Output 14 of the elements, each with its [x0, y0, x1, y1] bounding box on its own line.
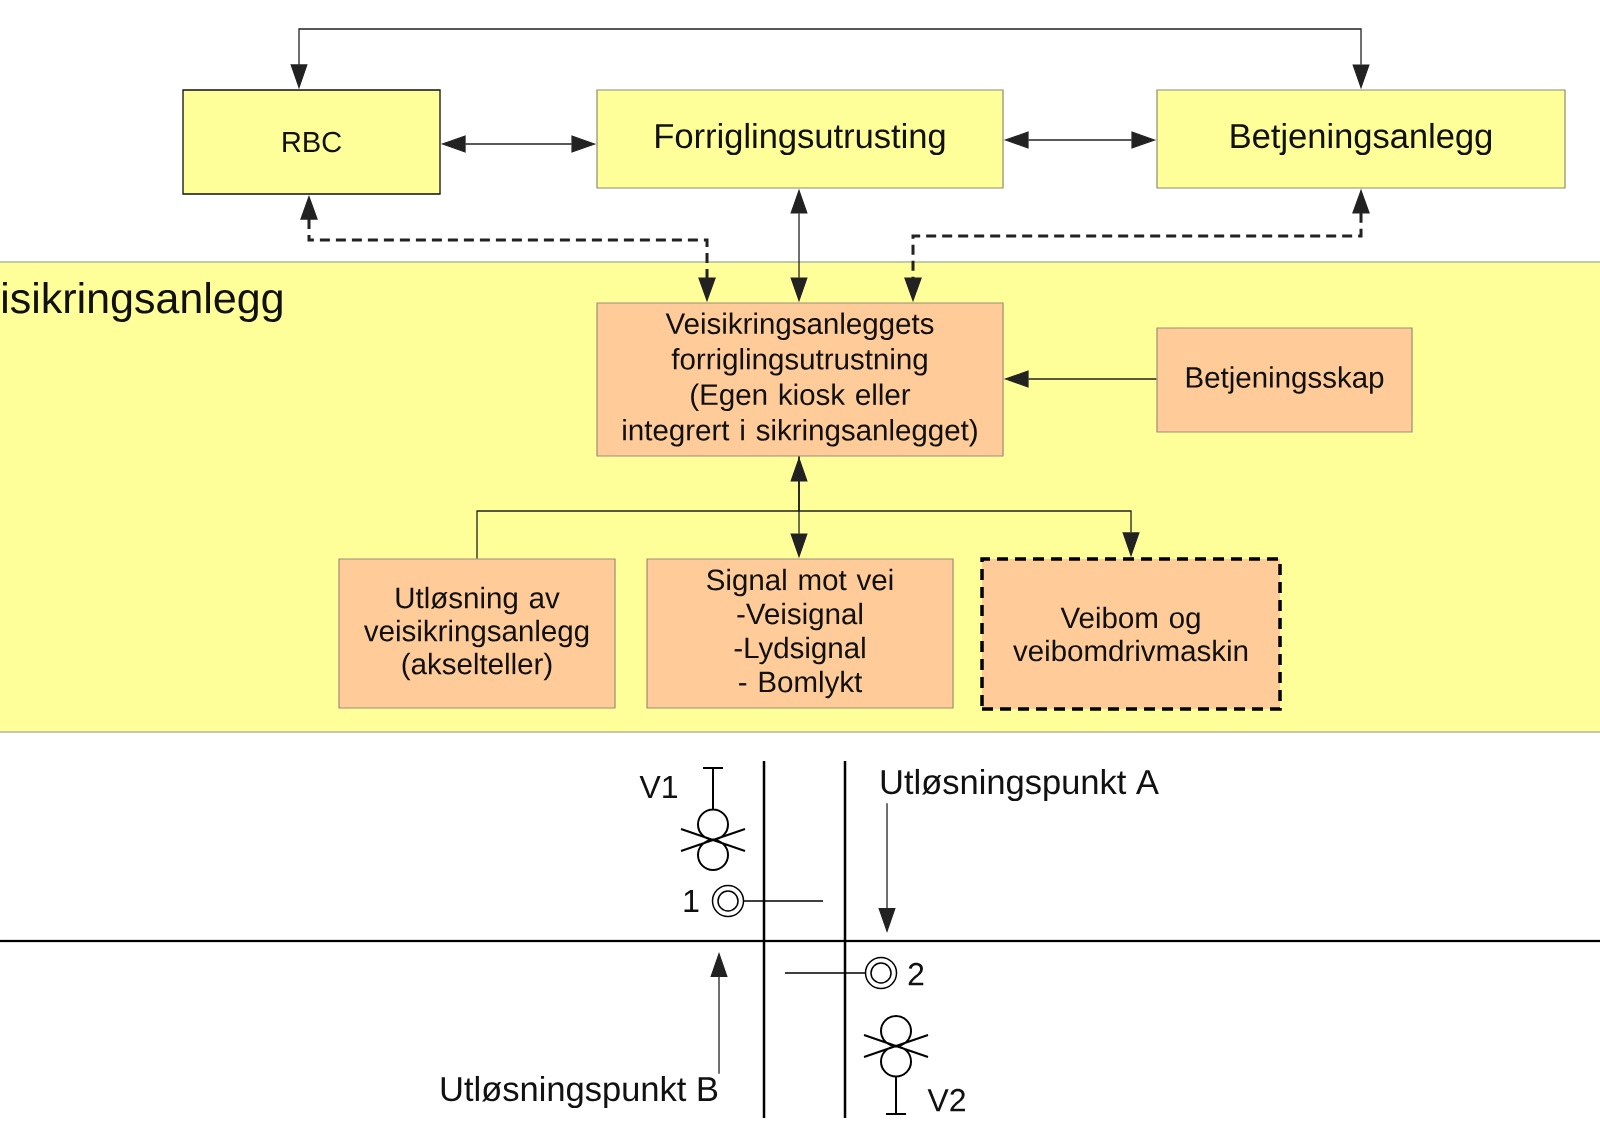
- signal-label: V1: [639, 776, 677, 798]
- component-box: Utløsning av veisikringsanlegg (akselteller): [338, 558, 616, 709]
- system-box: RBC: [182, 89, 441, 195]
- dashed-box: Veibom og veibomdrivmaskin: [980, 557, 1282, 711]
- point-label: Utløsningspunkt A: [881, 768, 1159, 802]
- component-box: Veisikringsanleggets forriglingsutrustning (Egen kiosk eller integrert i sikringsanlegget): [596, 302, 1004, 457]
- component-box: Signal mot vei -Veisignal -Lydsignal - Bomlykt: [646, 558, 954, 709]
- system-box: Forriglingsutrusting: [596, 89, 1004, 189]
- system-box: Betjeningsanlegg: [1156, 89, 1566, 189]
- point-number: 2: [908, 962, 924, 986]
- signal-label: V2: [927, 1088, 965, 1112]
- point-label: Utløsningspunkt B: [441, 1075, 718, 1109]
- component-box: Betjeningsskap: [1156, 327, 1413, 433]
- point-number: 1: [684, 890, 699, 912]
